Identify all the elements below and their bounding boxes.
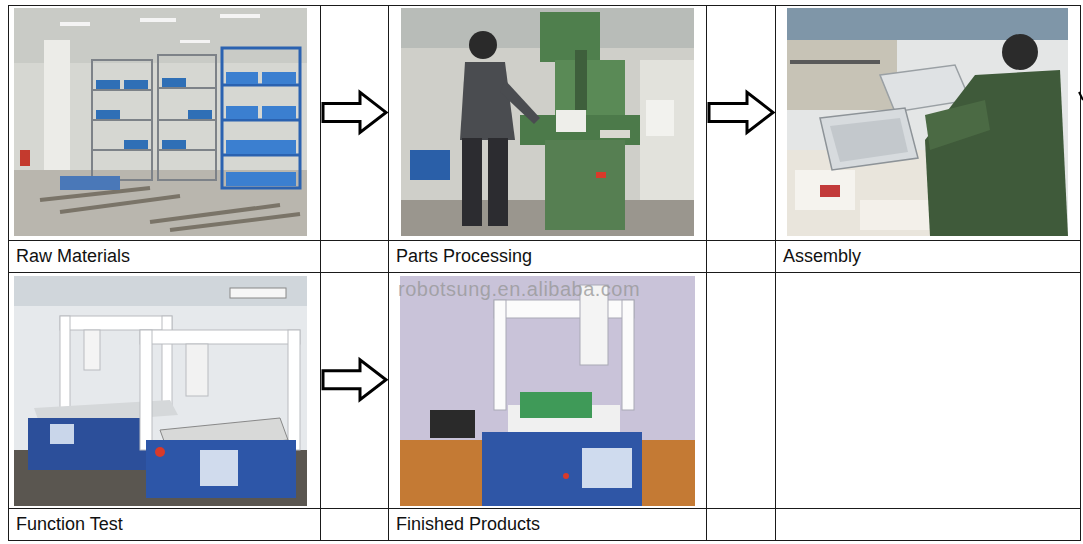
- block-arrow: [323, 92, 386, 132]
- step-caption: Finished Products: [396, 512, 540, 536]
- process-step: Raw Materials: [9, 6, 320, 272]
- assembly-photo: [787, 8, 1068, 236]
- table-grid: [8, 5, 1081, 541]
- arrow-stub: [1079, 92, 1083, 100]
- watermark: robotsung.en.alibaba.com: [398, 278, 640, 301]
- process-step: Parts Processing: [389, 6, 706, 272]
- test-photo: [14, 276, 307, 506]
- product-photo: [400, 276, 695, 506]
- process-step: Function Test: [9, 273, 320, 540]
- warehouse-photo: [14, 8, 307, 236]
- step-caption: Raw Materials: [16, 244, 130, 268]
- step-caption: Function Test: [16, 512, 123, 536]
- process-step: Finished Products: [389, 273, 706, 540]
- process-step: Assembly: [776, 6, 1080, 272]
- step-caption: Parts Processing: [396, 244, 532, 268]
- step-caption: Assembly: [783, 244, 861, 268]
- block-arrow: [709, 92, 773, 132]
- milling-photo: [401, 8, 694, 236]
- block-arrow: [323, 360, 386, 400]
